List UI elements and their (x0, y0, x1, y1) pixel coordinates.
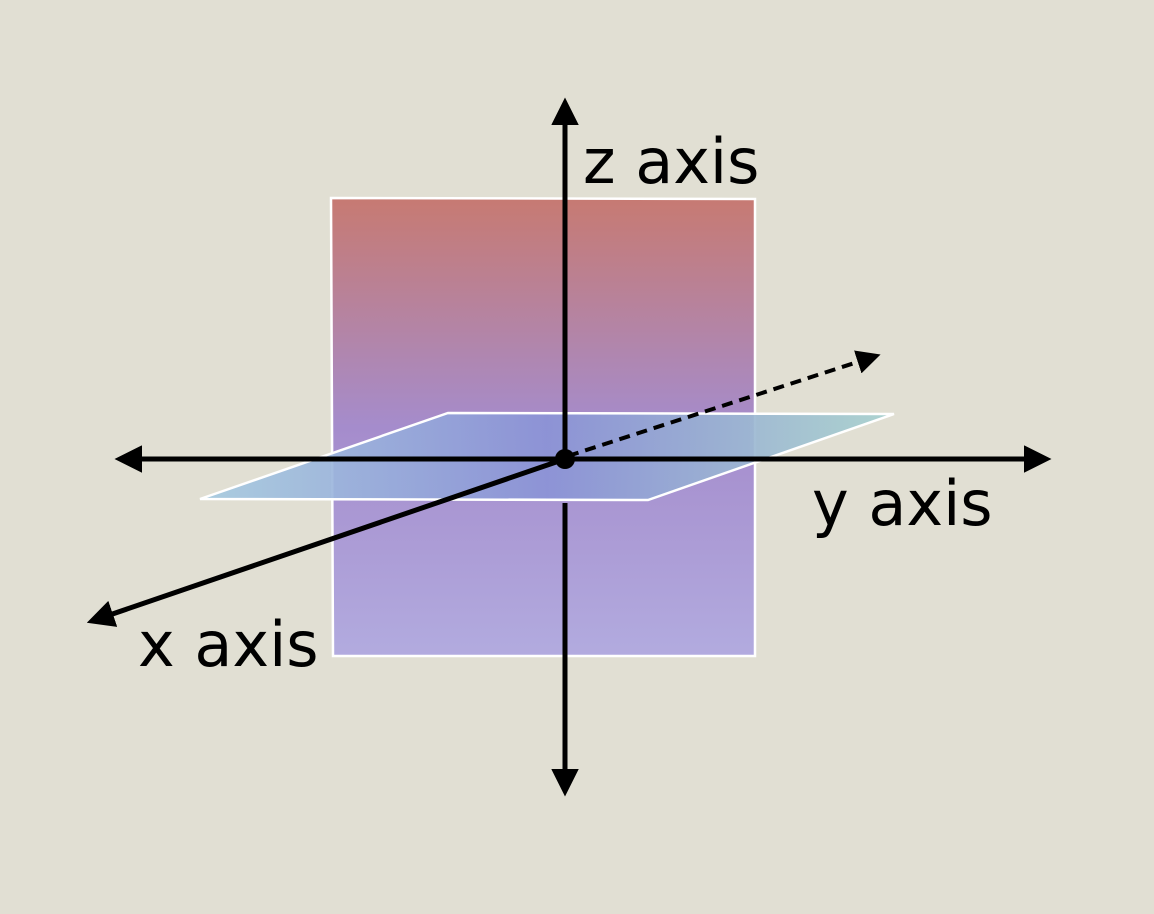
y-axis-label: y axis (812, 467, 993, 540)
x-axis-label: x axis (138, 608, 319, 681)
x-axis-front (86, 456, 566, 627)
origin-dot-icon (555, 449, 575, 469)
z-axis-label: z axis (583, 125, 759, 198)
